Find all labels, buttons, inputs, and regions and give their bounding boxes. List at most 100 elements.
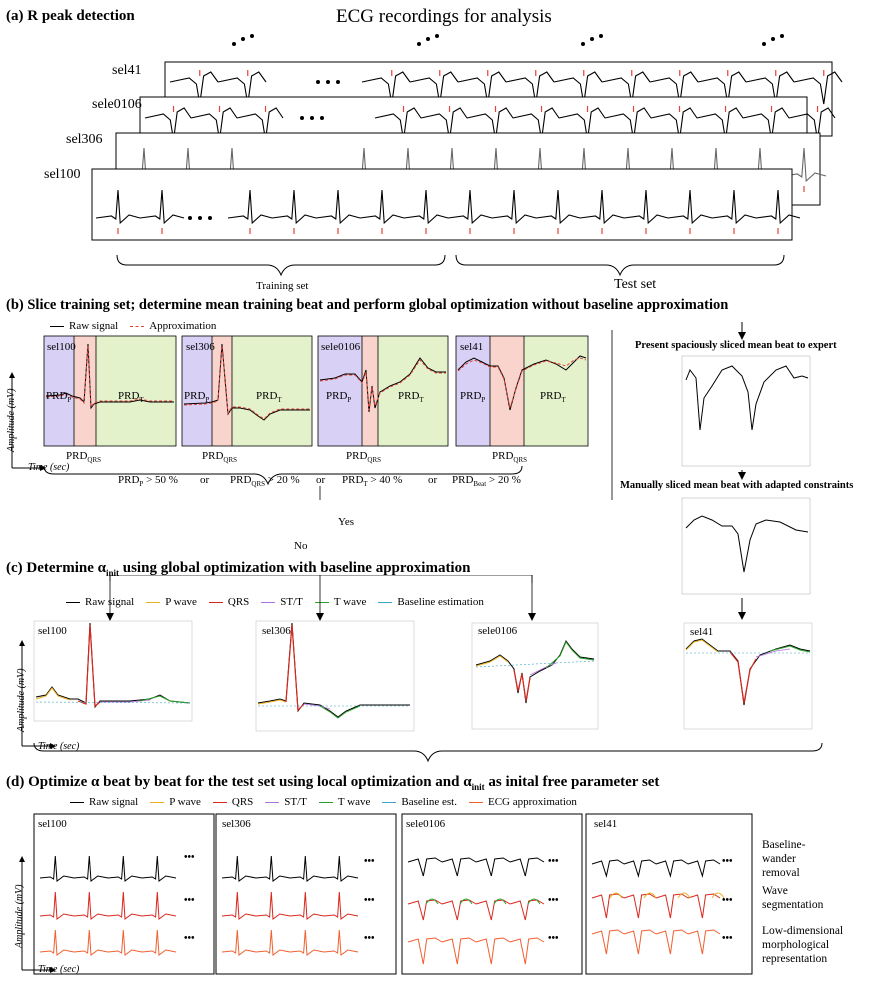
y-axis-label-c: Amplitude (mV)	[16, 668, 27, 732]
gap-dot	[336, 80, 340, 84]
ellipsis-d-2b: •••	[364, 895, 375, 906]
legend-b: Raw signal Approximation	[50, 320, 216, 332]
condition-prd-p: PRDP > 50 %	[118, 474, 178, 489]
ellipsis-d-3a: •••	[548, 856, 559, 867]
legend-d-stt-swatch	[265, 801, 280, 803]
legend-c-baseline-swatch	[378, 601, 393, 603]
beat-trace	[221, 855, 359, 882]
record-label-sele0106: sele0106	[92, 97, 142, 112]
panel-b-sel306	[181, 335, 313, 447]
test-set-label: Test set	[614, 277, 657, 292]
panel-c-sel41	[683, 622, 813, 730]
section-b-title: (b) Slice training set; determine mean t…	[6, 297, 729, 313]
baseline-approximation-panels	[33, 575, 823, 763]
panel-c-label-sel100: sel100	[38, 625, 67, 637]
prd-qrs-label-4: PRDQRS	[492, 450, 528, 465]
legend-approx-label: Approximation	[149, 320, 217, 332]
panel-c-label-sele0106: sele0106	[478, 625, 518, 637]
ellipsis-d-3c: •••	[548, 933, 559, 944]
beat-trace	[591, 893, 721, 919]
legend-d-qrs: QRS	[231, 796, 254, 808]
beat-trace	[407, 857, 545, 877]
yes-label: Yes	[338, 516, 355, 528]
panel-b-sel41	[455, 335, 589, 447]
expert-title: Present spaciously sliced mean beat to e…	[635, 340, 837, 351]
condition-prd-beat: PRDBeat > 20 %	[452, 474, 521, 489]
ellipsis-d-4a: •••	[722, 856, 733, 867]
gap-dot	[320, 116, 324, 120]
manual-mean-beat-plot	[681, 497, 811, 595]
legend-d-raw: Raw signal	[89, 796, 139, 808]
legend-d-pwave-swatch	[150, 801, 165, 803]
prd-t-label-1: PRDT	[118, 390, 144, 405]
prd-t-label-3: PRDT	[398, 390, 424, 405]
record-label-sel100: sel100	[44, 167, 81, 182]
beat-trace	[39, 855, 177, 882]
panel-d-label-sel41: sel41	[594, 818, 618, 830]
legend-c-pwave-swatch	[146, 601, 161, 603]
legend-c: Raw signal P wave QRS ST/T T wave Baseli…	[66, 596, 484, 608]
panel-b-label-sel100: sel100	[47, 341, 76, 353]
training-brace	[116, 254, 446, 277]
r-peak-detection-diagram	[91, 34, 843, 277]
no-label: No	[294, 540, 308, 552]
beat-trace	[39, 891, 177, 920]
legend-raw-swatch	[50, 325, 64, 327]
panel-b-label-sele0106: sele0106	[321, 341, 361, 353]
panel-c-sele0106	[471, 622, 599, 730]
gap-dot	[300, 116, 304, 120]
prd-t-label-4: PRDT	[540, 390, 566, 405]
legend-d-raw-swatch	[70, 801, 84, 803]
legend-d-twave: T wave	[337, 796, 371, 808]
axis-arrows-b	[9, 372, 46, 471]
condition-prd-t: PRDT > 40 %	[342, 474, 403, 489]
panel-c-sel306	[255, 620, 415, 732]
panel-b-label-sel41: sel41	[460, 341, 484, 353]
panel-c-label-sel306: sel306	[262, 625, 291, 637]
legend-d-qrs-swatch	[212, 801, 227, 803]
ellipsis-d-2a: •••	[364, 856, 375, 867]
ellipsis-d-1a: •••	[184, 852, 195, 863]
panel-b-label-sel306: sel306	[186, 341, 215, 353]
prd-qrs-label-1: PRDQRS	[66, 450, 102, 465]
legend-c-stt-swatch	[261, 601, 276, 603]
or-label-2: or	[316, 474, 326, 486]
x-axis-label-d: Time (sec)	[38, 964, 80, 975]
panel-d-label-sel100: sel100	[38, 818, 67, 830]
wave-component	[425, 898, 541, 905]
beat-by-beat-panels	[33, 813, 753, 975]
axis-arrows-c	[19, 640, 56, 749]
ellipsis-d-1b: •••	[184, 895, 195, 906]
legend-d-twave-swatch	[318, 801, 333, 803]
prd-p-label-4: PRDP	[460, 390, 486, 405]
prd-t-label-2: PRDT	[256, 390, 282, 405]
record-label-sel306: sel306	[66, 132, 103, 147]
gap-dot	[208, 216, 212, 220]
frame-sel100	[91, 168, 793, 241]
legend-c-qrs: QRS	[227, 596, 250, 608]
gap-dot	[326, 80, 330, 84]
global-optimization-panels	[43, 330, 613, 500]
beat-trace	[39, 929, 177, 956]
trace306-ecg	[121, 147, 827, 183]
panel-d-label-sele0106: sele0106	[406, 818, 446, 830]
trace100-ecg	[95, 189, 801, 225]
legend-approx-swatch	[130, 325, 145, 327]
beat-trace	[591, 929, 721, 955]
legend-raw-label: Raw signal	[69, 320, 119, 332]
beat-trace	[407, 937, 545, 965]
prd-p-label-2: PRDP	[184, 390, 210, 405]
gap-dot	[310, 116, 314, 120]
record-label-sel41: sel41	[112, 63, 142, 78]
panel-d-label-sel306: sel306	[222, 818, 251, 830]
ecg-recordings-heading: ECG recordings for analysis	[336, 6, 552, 27]
panel-c-label-sel41: sel41	[690, 626, 714, 638]
legend-d-pwave: P wave	[169, 796, 201, 808]
section-c-title: (c) Determine αinit using global optimiz…	[6, 560, 471, 578]
ellipsis-d-3b: •••	[548, 895, 559, 906]
beat-trace	[591, 859, 721, 878]
ellipsis-d-2c: •••	[364, 933, 375, 944]
